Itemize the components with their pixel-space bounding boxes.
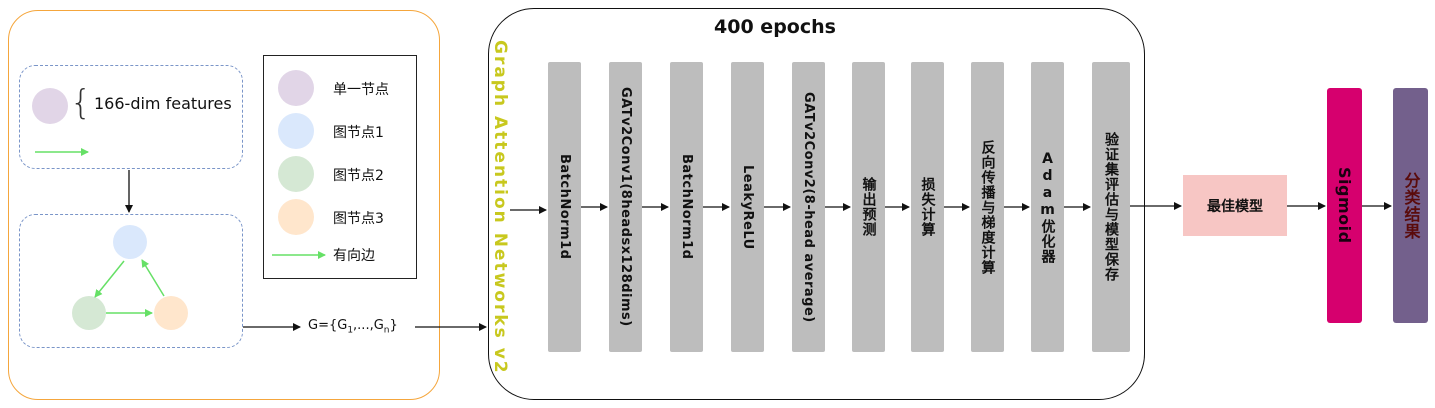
- step-gatv2conv2: GATv2Conv2(8-head average): [792, 62, 825, 352]
- step-batchnorm1d-2: BatchNorm1d: [670, 62, 703, 352]
- legend-label-graph-node-3: 图节点3: [333, 211, 384, 227]
- step-output-prediction: 输出预测: [852, 62, 885, 352]
- network-name: Graph Attention Networks v2: [490, 40, 510, 375]
- epochs-title: 400 epochs: [714, 16, 836, 38]
- feature-box: [19, 65, 243, 169]
- step-batchnorm1d-1: BatchNorm1d: [548, 62, 581, 352]
- graph-node-3: [154, 296, 188, 330]
- legend-label-graph-node-1: 图节点1: [333, 125, 384, 141]
- legend-swatch-graph-node-3: [278, 199, 314, 235]
- feature-node: [32, 88, 68, 124]
- step-validation-save: 验证集评估与模型保存: [1092, 62, 1130, 352]
- best-model-box: 最佳模型: [1183, 175, 1287, 236]
- graph-set-label: G={G1,...,Gn}: [308, 318, 398, 336]
- legend-swatch-graph-node-1: [278, 113, 314, 149]
- sigmoid-box: Sigmoid: [1327, 88, 1362, 323]
- graph-box: [19, 214, 243, 348]
- legend-label-graph-node-2: 图节点2: [333, 168, 384, 184]
- step-backprop-gradient: 反向传播与梯度计算: [971, 62, 1004, 352]
- feature-brace: {: [70, 83, 92, 123]
- step-gatv2conv1: GATv2Conv1(8headsx128dims): [609, 62, 642, 352]
- legend-label-directed-edge: 有向边: [333, 248, 375, 264]
- step-leakyrelu: LeakyReLU: [731, 62, 764, 352]
- step-adam-optimizer: Adam优化器: [1031, 62, 1064, 352]
- legend-swatch-single-node: [278, 70, 314, 106]
- classification-result-box: 分类结果: [1393, 88, 1428, 323]
- graph-edge-3-1: [141, 259, 165, 297]
- graph-node-2: [72, 296, 106, 330]
- graph-edge-1-2: [94, 260, 125, 298]
- legend-label-single-node: 单一节点: [333, 82, 389, 98]
- step-loss-computation: 损失计算: [911, 62, 944, 352]
- feature-label: 166-dim features: [94, 94, 232, 113]
- legend-swatch-graph-node-2: [278, 156, 314, 192]
- graph-node-1: [113, 225, 147, 259]
